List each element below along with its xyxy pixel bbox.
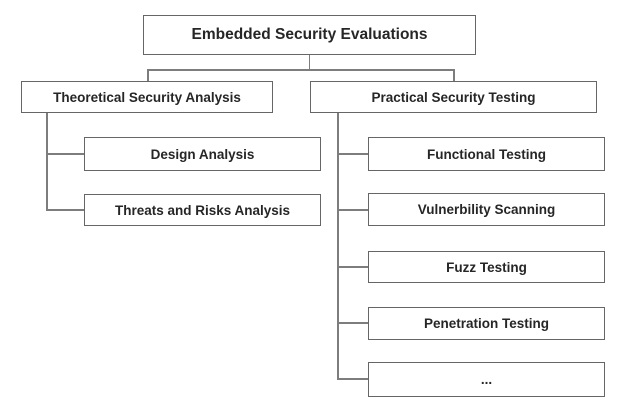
node-threats-and-risks-analysis: Threats and Risks Analysis (84, 194, 321, 226)
connector-branch-fuzz-testing (337, 266, 368, 268)
connector-branch-functional-testing (337, 153, 368, 155)
node-vulnerbility-scanning: Vulnerbility Scanning (368, 193, 605, 226)
connector-level2-crossbar (147, 69, 454, 71)
connector-branch-design-analysis (46, 153, 84, 155)
connector-branch-threats-risks (46, 209, 84, 211)
node-penetration-testing: Penetration Testing (368, 307, 605, 340)
connector-theoretical-spine (46, 112, 48, 211)
node-ellipsis: ... (368, 362, 605, 397)
node-fuzz-testing: Fuzz Testing (368, 251, 605, 283)
connector-branch-penetration-testing (337, 322, 368, 324)
connector-drop-practical (453, 69, 455, 81)
connector-root-stem (308, 55, 310, 70)
node-design-analysis: Design Analysis (84, 137, 321, 171)
node-functional-testing: Functional Testing (368, 137, 605, 171)
connector-practical-spine (337, 112, 339, 379)
connector-branch-vulnerbility-scanning (337, 209, 368, 211)
node-embedded-security-evaluations: Embedded Security Evaluations (143, 15, 476, 55)
connector-branch-ellipsis (337, 378, 368, 380)
node-theoretical-security-analysis: Theoretical Security Analysis (21, 81, 273, 113)
connector-drop-theoretical (147, 69, 149, 81)
node-practical-security-testing: Practical Security Testing (310, 81, 597, 113)
